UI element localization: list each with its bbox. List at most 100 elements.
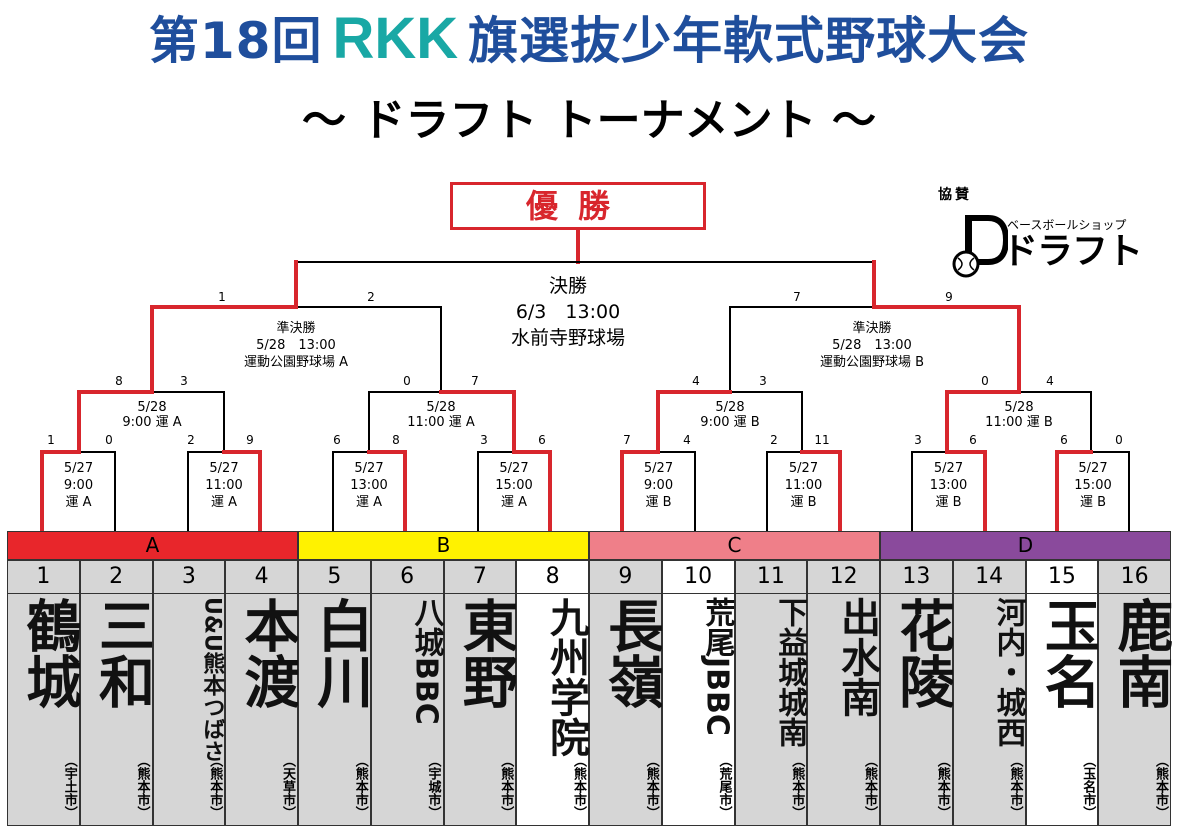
semifinal-score: 4: [692, 374, 700, 388]
semifinal-score: 8: [115, 374, 123, 388]
team-name: 三和: [89, 597, 155, 709]
team-name: 鹿南: [1108, 597, 1173, 709]
team-name: U&U熊本つばさ: [199, 597, 225, 762]
team-city: （玉名市）: [1080, 754, 1096, 819]
block-c-header: C: [589, 531, 880, 560]
final-score: 9: [945, 290, 953, 304]
team-city: （熊本市）: [1007, 754, 1023, 819]
semifinal-score: 3: [759, 374, 767, 388]
sponsor-name: ベースボールショップ: [1007, 218, 1127, 232]
block-b-header: B: [298, 531, 589, 560]
team-city: （熊本市）: [1153, 754, 1168, 819]
round1-info: 5/27 11:00 運 B: [784, 461, 823, 510]
team-city: （熊本市）: [934, 754, 950, 819]
final-info: 決勝 6/3 13:00 水前寺野球場: [510, 275, 626, 349]
quarterfinal-info: 5/28 9:00 運 A: [122, 400, 182, 430]
round1-score: 11: [814, 433, 830, 447]
team-name: 長嶺: [598, 597, 664, 709]
team-city: （熊本市）: [207, 754, 223, 819]
round1-info: 5/27 13:00 運 A: [350, 461, 388, 510]
team-city: （熊本市）: [643, 754, 659, 819]
rkk-logo: RKK: [332, 6, 459, 71]
semifinal-score: 4: [1046, 374, 1054, 388]
round1-score: 4: [683, 433, 691, 447]
team-city: （熊本市）: [352, 754, 368, 819]
team-name: 出水南: [834, 597, 880, 717]
team-city: （熊本市）: [571, 754, 586, 819]
sponsor-brand: ドラフト: [1002, 231, 1143, 272]
team-name: 鶴城: [16, 597, 82, 709]
team-name: 花陵: [889, 597, 955, 709]
team-name: 荒尾JBBC: [699, 597, 735, 736]
round1-score: 2: [770, 433, 778, 447]
round1-score: 9: [246, 433, 254, 447]
semifinal-score: 7: [471, 374, 479, 388]
team-name: 八城BBC: [408, 597, 444, 725]
round1-score: 0: [105, 433, 113, 447]
team-city: （熊本市）: [862, 754, 877, 819]
final-score: 2: [367, 290, 375, 304]
round1-score: 8: [392, 433, 400, 447]
semifinal-score: 3: [180, 374, 188, 388]
round1-info: 5/27 9:00 運 B: [643, 461, 674, 510]
quarterfinal-info: 5/28 11:00 運 B: [985, 400, 1053, 430]
team-city: （荒尾市）: [716, 754, 732, 819]
team-name: 下益城城南: [772, 597, 808, 747]
semifinal-score: 0: [981, 374, 989, 388]
round1-score: 6: [1060, 433, 1068, 447]
round1-info: 5/27 15:00 運 A: [495, 461, 533, 510]
round1-score: 0: [1115, 433, 1123, 447]
team-city: （天草市）: [280, 754, 295, 819]
team-name: 玉名: [1035, 597, 1101, 709]
team-city: （宇土市）: [61, 754, 77, 819]
quarterfinal-info: 5/28 9:00 運 B: [700, 400, 760, 430]
round1-score: 3: [914, 433, 922, 447]
round1-score: 6: [538, 433, 546, 447]
team-city: （熊本市）: [498, 754, 514, 819]
round1-info: 5/27 11:00 運 A: [205, 461, 243, 510]
team-name: 白川: [307, 597, 373, 709]
round1-info: 5/27 13:00 運 B: [929, 461, 968, 510]
quarterfinal-info: 5/28 11:00 運 A: [407, 400, 475, 430]
team-name: 東野: [453, 597, 519, 709]
round1-score: 1: [47, 433, 55, 447]
team-name: 九州学院: [543, 597, 589, 757]
sponsor-label: 協賛: [938, 187, 972, 203]
draft-logo-icon: [952, 215, 1008, 278]
tournament-subtitle: ～ ドラフト トーナメント ～: [302, 95, 876, 146]
semifinal-score: 0: [403, 374, 411, 388]
round1-score: 2: [187, 433, 195, 447]
final-score: 1: [218, 290, 226, 304]
team-city: （宇城市）: [425, 754, 441, 819]
round1-score: 6: [969, 433, 977, 447]
block-a-header: A: [7, 531, 298, 560]
block-d-header: D: [880, 531, 1171, 560]
round1-score: 3: [480, 433, 488, 447]
team-name: 本渡: [235, 597, 300, 709]
final-score: 7: [793, 290, 801, 304]
round1-info: 5/27 15:00 運 B: [1074, 461, 1112, 510]
team-name: 河内・城西: [990, 597, 1026, 747]
round1-score: 7: [623, 433, 631, 447]
round1-score: 6: [333, 433, 341, 447]
team-city: （熊本市）: [134, 754, 150, 819]
